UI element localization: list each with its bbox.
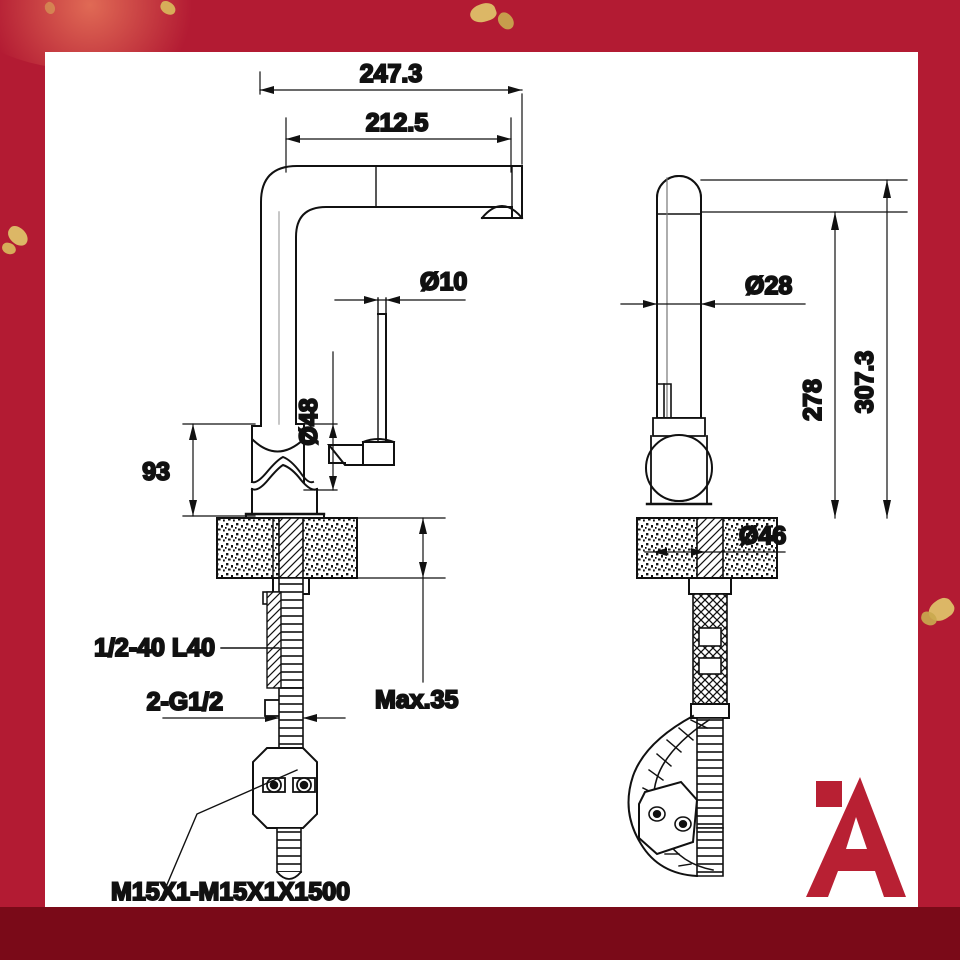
logo-square-dot: [816, 781, 842, 807]
logo-letter-a: [806, 777, 906, 897]
brand-logo: [806, 777, 906, 897]
dim-body-dia: Ø48: [295, 398, 323, 445]
dim-overall-reach: 247.3: [360, 60, 423, 88]
dim-spout-height: 93: [142, 458, 170, 486]
dim-overall-height: 307.3: [851, 351, 879, 414]
drawing-sheet: 247.3 212.5: [45, 52, 918, 907]
dim-deck-thickness: Max.35: [375, 686, 458, 714]
callout-inlet-thread: 2-G1/2: [147, 688, 223, 716]
callout-hose-spec: M15X1-M15X1X1500: [111, 878, 350, 906]
confetti-fleck: [467, 0, 499, 26]
bottom-border-band: [0, 907, 960, 960]
callout-shank-thread: 1/2-40 L40: [94, 634, 215, 662]
dim-spout-tube-dia: Ø28: [745, 272, 792, 300]
dim-base-dia: Ø46: [739, 522, 786, 550]
confetti-fleck: [494, 9, 518, 33]
bottom-left-border-band: [0, 907, 45, 960]
drawing-canvas: 247.3 212.5: [93, 59, 908, 907]
dim-aerator-dia: Ø10: [420, 268, 467, 296]
dim-height-to-spout: 278: [799, 379, 827, 421]
dim-spout-reach: 212.5: [366, 109, 429, 137]
